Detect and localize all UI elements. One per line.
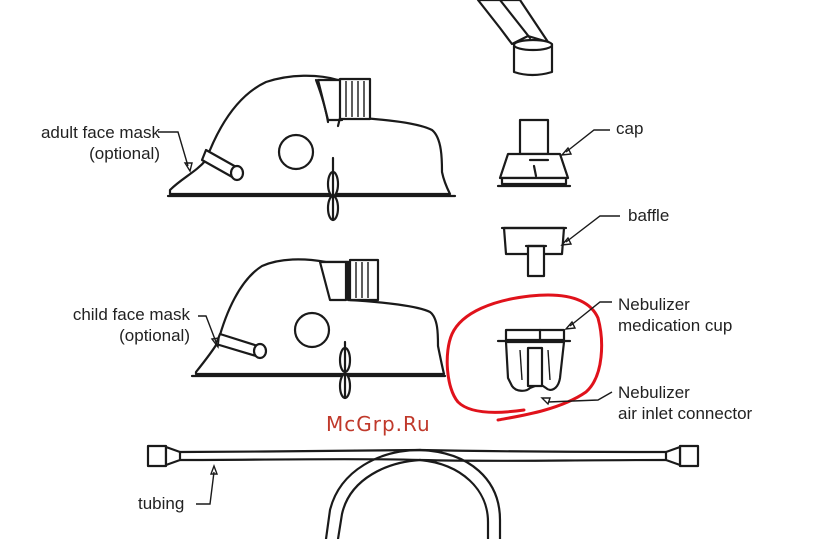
child-face-mask-label-line2: (optional) bbox=[119, 326, 190, 345]
medication-cup-illustration bbox=[496, 328, 572, 392]
air-inlet-connector-label-line2: air inlet connector bbox=[618, 404, 753, 423]
child-face-mask-illustration bbox=[190, 258, 447, 400]
adult-face-mask-label-line2: (optional) bbox=[89, 144, 160, 163]
medication-cup-label-line2: medication cup bbox=[618, 316, 733, 335]
baffle-illustration bbox=[500, 226, 568, 278]
adult-face-mask-label-line1: adult face mask bbox=[40, 123, 160, 142]
adult-face-mask-label: adult face mask (optional) bbox=[10, 122, 160, 164]
child-face-mask-label-line1: child face mask bbox=[72, 305, 190, 324]
cap-illustration bbox=[496, 118, 572, 188]
leader-lines bbox=[158, 129, 620, 505]
medication-cup-label: Nebulizer medication cup bbox=[618, 294, 732, 336]
baffle-label: baffle bbox=[628, 206, 670, 225]
air-inlet-connector-label: Nebulizer air inlet connector bbox=[618, 382, 752, 424]
adult-face-mask-illustration bbox=[166, 74, 457, 222]
tubing-illustration bbox=[146, 444, 700, 541]
air-inlet-connector-label-line1: Nebulizer bbox=[618, 383, 690, 402]
cap-label: cap bbox=[616, 119, 644, 138]
medication-cup-label-line1: Nebulizer bbox=[618, 295, 690, 314]
child-mask-strap-clip bbox=[338, 340, 352, 400]
watermark: McGrp.Ru bbox=[326, 412, 431, 436]
child-face-mask-label: child face mask (optional) bbox=[40, 304, 190, 346]
mouthpiece-illustration bbox=[476, 0, 554, 77]
tubing-label: tubing bbox=[138, 494, 185, 513]
highlight-circle bbox=[445, 293, 604, 422]
adult-mask-strap-clip bbox=[326, 156, 340, 222]
